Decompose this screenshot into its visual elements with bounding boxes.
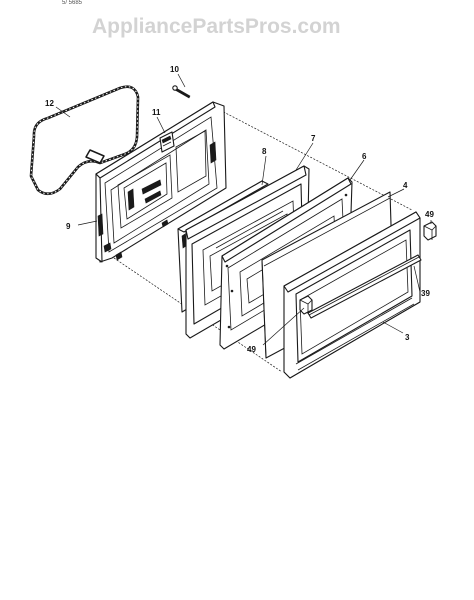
handle-end-cap-top (423, 221, 437, 241)
inner-door-panel (95, 101, 227, 263)
part-label-4: 4 (403, 181, 408, 190)
part-label-39: 39 (421, 289, 430, 298)
part-label-9: 9 (66, 222, 71, 231)
hinge-bracket (159, 131, 175, 153)
watermark-text: AppliancePartsPros.com (92, 15, 341, 38)
part-label-8: 8 (262, 147, 267, 156)
part-label-10: 10 (170, 65, 179, 74)
part-labels: 10 12 11 7 8 6 4 49 9 39 49 3 (45, 65, 434, 354)
part-label-49-bottom: 49 (247, 345, 256, 354)
door-handle-bar (307, 254, 422, 319)
handle-end-cap-bottom (299, 295, 313, 315)
part-label-7: 7 (311, 134, 316, 143)
part-label-49-top: 49 (425, 210, 434, 219)
door-gasket (29, 85, 140, 196)
leader-lines (55, 73, 432, 346)
part-label-3: 3 (405, 333, 410, 342)
header-code: 5/ 5685 (62, 0, 83, 6)
part-label-12: 12 (45, 99, 54, 108)
part-label-6: 6 (362, 152, 367, 161)
hinge-screw (172, 85, 191, 99)
part-label-11: 11 (152, 108, 161, 117)
